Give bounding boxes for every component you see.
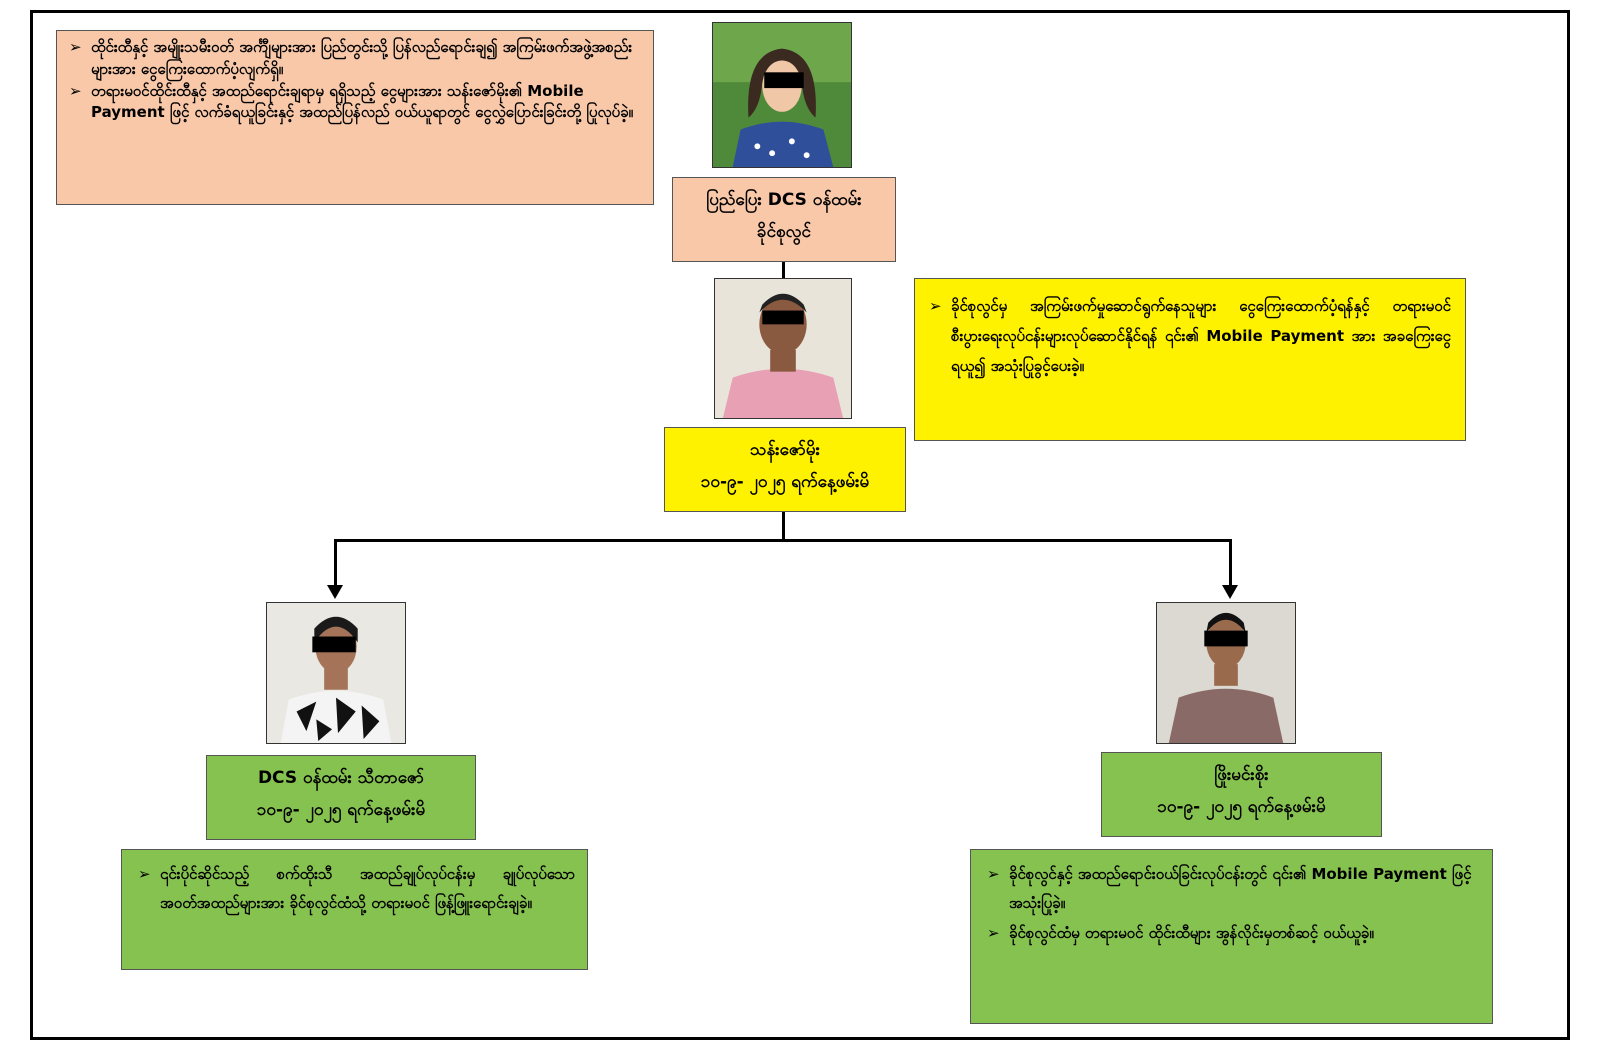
connector-left-drop [334,539,337,587]
right-info-item-1: ခိုင်စုလွင်နှင့် အထည်ရောင်းဝယ်ခြင်းလုပ်င… [987,860,1480,919]
top-info-list: ထိုင်းထီနှင့် အမျိုးသမီးဝတ် အင်္ကျီများအ… [69,37,641,124]
middle-person-label: သန်းဇော်မိုး ၁၀-၉- ၂၀၂၅ ရက်နေ့ဖမ်းမိ [664,427,906,512]
right-info-list: ခိုင်စုလွင်နှင့် အထည်ရောင်းဝယ်ခြင်းလုပ်င… [987,860,1480,948]
middle-info-list: ခိုင်စုလွင်မှ အကြမ်းဖက်မှုဆောင်ရွက်နေသူမ… [929,291,1451,381]
connector-stem [782,512,785,540]
connector-horizontal [334,539,1232,542]
arrow-right [1222,585,1238,599]
middle-person-name: သန်းဇော်မိုး [750,440,820,460]
photo-khaing-su-lwin [712,22,852,168]
left-person-label: DCS ဝန်ထမ်း သီတာဇော် ၁၀-၉- ၂၀၂၅ ရက်နေ့ဖမ… [206,755,476,840]
photo-thida-zaw [266,602,406,744]
left-info-list: ၎င်းပိုင်ဆိုင်သည့် စက်ထိုးသီ အထည်ချုပ်လု… [138,860,575,919]
right-person-arrest-date: ၁၀-၉- ၂၀၂၅ ရက်နေ့ဖမ်းမိ [1157,796,1326,817]
photo-phyo-min-soe [1156,602,1296,744]
right-person-name: ဖြိုးမင်းစိုး [1214,765,1269,785]
left-info-item-1: ၎င်းပိုင်ဆိုင်သည့် စက်ထိုးသီ အထည်ချုပ်လု… [138,860,575,919]
right-info-box: ခိုင်စုလွင်နှင့် အထည်ရောင်းဝယ်ခြင်းလုပ်င… [970,849,1493,1024]
connector-right-drop [1229,539,1232,587]
arrow-left [327,585,343,599]
right-person-label: ဖြိုးမင်းစိုး ၁၀-၉- ၂၀၂၅ ရက်နေ့ဖမ်းမိ [1101,752,1382,837]
right-info-item-2: ခိုင်စုလွင်ထံမှ တရားမဝင် ထိုင်းထီများ အွ… [987,919,1480,949]
middle-info-item-1: ခိုင်စုလွင်မှ အကြမ်းဖက်မှုဆောင်ရွက်နေသူမ… [929,291,1451,381]
left-person-title: DCS ဝန်ထမ်း သီတာဇော် [257,768,425,788]
left-info-box: ၎င်းပိုင်ဆိုင်သည့် စက်ထိုးသီ အထည်ချုပ်လု… [121,849,588,970]
connector-top [782,262,785,278]
top-info-item-2: တရားမဝင်ထိုင်းထီနှင့် အထည်ရောင်းချရာမှ ရ… [69,81,641,125]
top-person-name: ခိုင်စုလွင် [757,221,811,242]
top-info-item-1: ထိုင်းထီနှင့် အမျိုးသမီးဝတ် အင်္ကျီများအ… [69,37,641,81]
left-person-arrest-date: ၁၀-၉- ၂၀၂၅ ရက်နေ့ဖမ်းမိ [256,799,426,820]
photo-than-zaw-moe [714,278,852,419]
middle-info-box: ခိုင်စုလွင်မှ အကြမ်းဖက်မှုဆောင်ရွက်နေသူမ… [914,278,1466,441]
top-person-label: ပြည်ပြေး DCS ဝန်ထမ်း ခိုင်စုလွင် [672,177,896,262]
top-info-box: ထိုင်းထီနှင့် အမျိုးသမီးဝတ် အင်္ကျီများအ… [56,30,654,205]
middle-person-arrest-date: ၁၀-၉- ၂၀၂၅ ရက်နေ့ဖမ်းမိ [700,471,870,492]
top-person-title: ပြည်ပြေး DCS ဝန်ထမ်း [706,190,862,210]
